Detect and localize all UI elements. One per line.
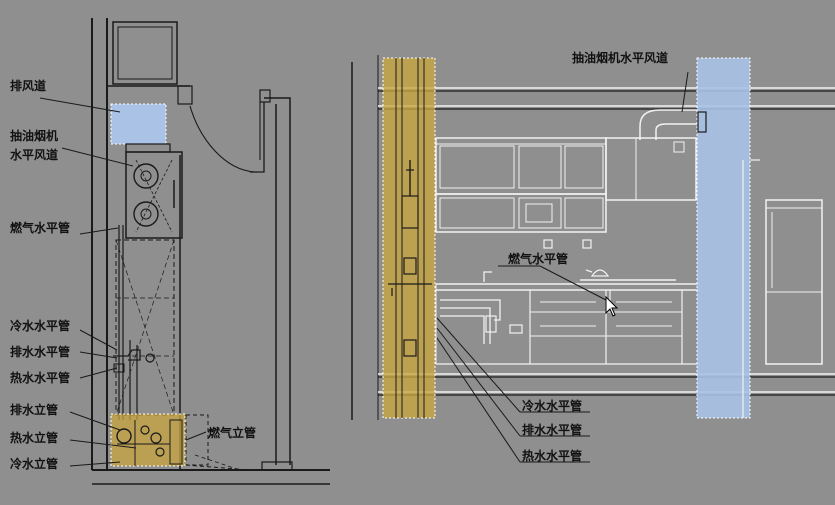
label-cold-water-riser: 冷水立管 — [10, 456, 58, 471]
label-drain-riser: 排水立管 — [10, 402, 58, 417]
label-cold-water-horizontal-right: 冷水水平管 — [522, 398, 582, 413]
pipe-shaft-highlight — [382, 57, 436, 419]
label-drain-horizontal-right: 排水水平管 — [522, 422, 582, 437]
label-gas-horizontal-right: 燃气水平管 — [508, 251, 568, 266]
label-cold-water-horizontal: 冷水水平管 — [10, 318, 70, 333]
label-hood-duct-line1: 抽油烟机 — [10, 128, 58, 143]
bottom-pipe-shaft-highlight — [110, 413, 186, 467]
mouse-cursor-icon — [605, 295, 619, 317]
label-hot-water-horizontal-right: 热水水平管 — [522, 448, 582, 463]
label-exhaust-duct: 排风道 — [10, 78, 46, 93]
label-hot-water-riser: 热水立管 — [10, 430, 58, 445]
label-gas-horizontal: 燃气水平管 — [10, 220, 70, 235]
right-elevation-view: 抽油烟机水平风道 燃气水平管 冷水水平管 排水水平管 热水水平管 — [351, 50, 835, 463]
label-hood-duct: 抽油烟机水平风道 — [572, 50, 668, 65]
label-hot-water-horizontal: 热水水平管 — [10, 370, 70, 385]
exhaust-duct-highlight — [110, 103, 167, 145]
label-drain-horizontal: 排水水平管 — [10, 344, 70, 359]
label-gas-riser: 燃气立管 — [208, 425, 256, 440]
label-hood-duct-line2: 水平风道 — [10, 147, 58, 162]
left-section-view: 排风道 抽油烟机 水平风道 燃气水平管 冷水水平管 排水水平管 热水水平管 排水… — [10, 18, 330, 485]
